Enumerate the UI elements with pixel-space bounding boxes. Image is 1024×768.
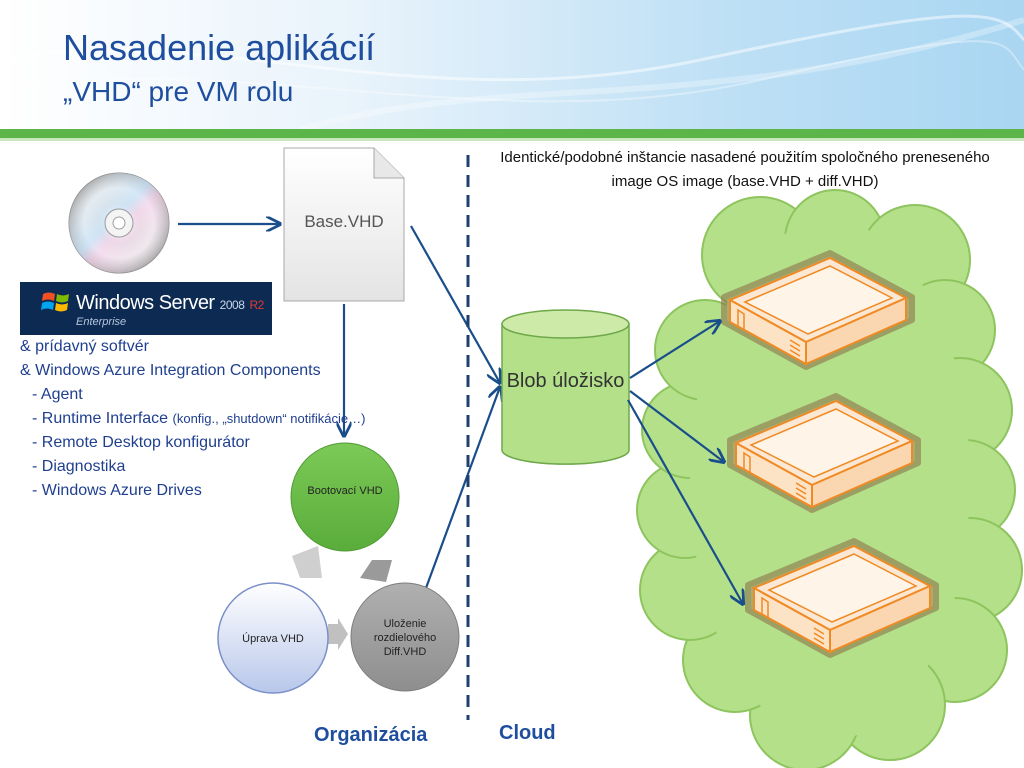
components-line-software: & prídavný softvér — [20, 338, 149, 355]
component-item-azure-drives: - Windows Azure Drives — [32, 482, 202, 499]
server-icon-3 — [745, 538, 939, 658]
blob-storage-label: Blob úložisko — [506, 370, 625, 392]
page-title: Nasadenie aplikácií — [63, 27, 376, 68]
cd-disc-icon — [68, 172, 170, 274]
server-icon-1 — [721, 250, 915, 370]
base-vhd-label: Base.VHD — [304, 212, 384, 231]
cloud-instances-caption: Identické/podobné inštancie nasadené pou… — [500, 149, 990, 190]
windows-flag-icon — [41, 292, 69, 312]
components-line-integration: & Windows Azure Integration Components — [20, 362, 321, 379]
server-icon-2 — [727, 393, 921, 513]
windows-server-brand: Windows Server 2008 R2 — [76, 292, 264, 314]
arrow-blob-to-server-3 — [627, 399, 743, 604]
save-diff-vhd-circle — [350, 582, 460, 692]
arrow-base-to-blob — [410, 225, 500, 383]
page-subtitle: „VHD“ pre VM rolu — [63, 76, 294, 107]
component-item-runtime: - Runtime Interface (konfig., „shutdown“… — [32, 410, 366, 427]
save-diff-vhd-label: Uloženie rozdielového Diff.VHD — [373, 618, 437, 658]
boot-vhd-circle — [290, 442, 400, 552]
component-item-agent: - Agent — [32, 386, 83, 403]
header-swirl-decoration — [0, 14, 1024, 130]
blob-storage-cylinder — [501, 309, 630, 465]
windows-server-version: 2008 — [219, 298, 245, 312]
cycle-circular-arrows — [292, 546, 392, 650]
header-green-bar — [0, 129, 1024, 138]
windows-server-logo: Windows Server 2008 R2 Enterprise — [20, 282, 272, 335]
header-banner: Nasadenie aplikácií „VHD“ pre VM rolu — [0, 0, 1024, 130]
arrow-blob-to-server-1 — [629, 321, 720, 379]
components-list: & prídavný softvér & Windows Azure Integ… — [20, 335, 365, 503]
header-green-bar-light — [0, 138, 1024, 141]
windows-server-edition: Enterprise — [76, 316, 127, 328]
arrow-save-to-blob — [424, 387, 500, 589]
windows-server-release: R2 — [249, 298, 264, 312]
edit-vhd-label: Úprava VHD — [242, 633, 304, 645]
boot-vhd-label: Bootovací VHD — [307, 485, 383, 497]
component-item-diagnostics: - Diagnostika — [32, 458, 126, 475]
cloud-zone-label: Cloud — [499, 722, 556, 744]
component-item-remote-desktop: - Remote Desktop konfigurátor — [32, 434, 250, 451]
arrow-blob-to-server-2 — [629, 390, 724, 462]
organization-zone-label: Organizácia — [314, 724, 428, 746]
base-vhd-document-icon — [283, 147, 405, 302]
edit-vhd-circle — [217, 582, 329, 694]
runtime-interface-note: (konfig., „shutdown“ notifikácie…) — [172, 411, 366, 426]
